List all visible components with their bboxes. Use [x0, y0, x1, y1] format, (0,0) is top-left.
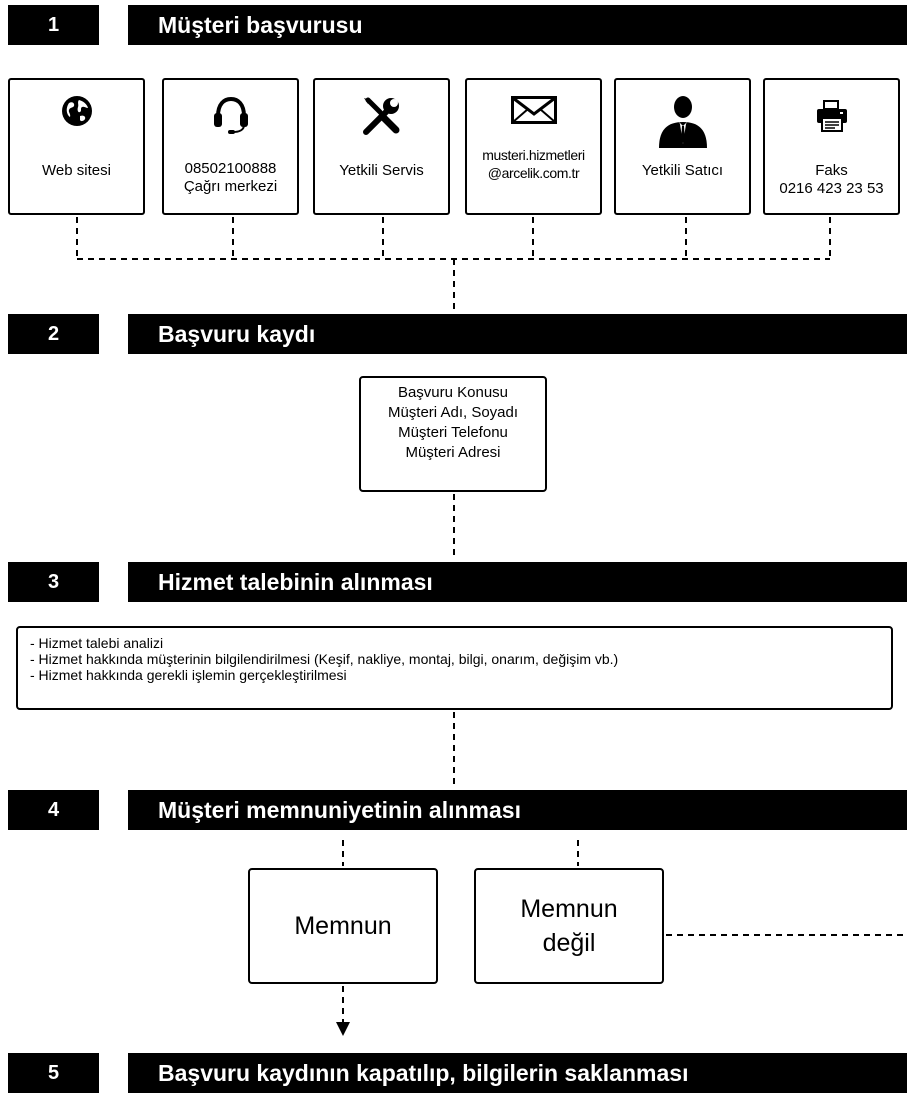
not-satisfied-label-line1: Memnun: [520, 895, 618, 923]
channel-email: musteri.hizmetleri @arcelik.com.tr: [465, 78, 602, 215]
step-title-3: Hizmet talebinin alınması: [128, 562, 907, 602]
headset-icon: [213, 96, 248, 134]
globe-icon: [61, 96, 92, 126]
registration-field: Müşteri Telefonu: [398, 424, 508, 441]
channel-web: Web sitesi: [8, 78, 145, 215]
service-steps-box: - Hizmet talebi analizi - Hizmet hakkınd…: [16, 626, 893, 710]
tools-icon: [362, 97, 399, 135]
channel-label: Çağrı merkezi: [183, 178, 278, 195]
channel-email-user: musteri.hizmetleri: [482, 147, 585, 163]
channel-phone: 08502100888: [184, 160, 277, 177]
channel-email-domain: @arcelik.com.tr: [487, 165, 580, 181]
service-item: - Hizmet talebi analizi: [30, 635, 164, 651]
step-number-5: 5: [8, 1053, 99, 1093]
channel-label: Yetkili Servis: [339, 162, 424, 179]
channel-label: Web sitesi: [42, 162, 111, 179]
channel-fax-number: 0216 423 23 53: [779, 180, 884, 197]
step-title-5: Başvuru kaydının kapatılıp, bilgilerin s…: [128, 1053, 907, 1093]
envelope-icon: [510, 96, 557, 124]
not-satisfied-label-line2: değil: [542, 929, 596, 957]
channel-dealer: Yetkili Satıcı: [614, 78, 751, 215]
registration-fields-box: Başvuru Konusu Müşteri Adı, Soyadı Müşte…: [359, 376, 547, 492]
step-number-2: 2: [8, 314, 99, 354]
businessman-icon: [658, 96, 707, 148]
satisfied-box: Memnun: [248, 868, 438, 984]
step-number-4: 4: [8, 790, 99, 830]
service-item: - Hizmet hakkında müşterinin bilgilendir…: [30, 651, 619, 667]
step-number-1: 1: [8, 5, 99, 45]
registration-field: Başvuru Konusu: [397, 384, 509, 401]
satisfied-label: Memnun: [294, 912, 392, 940]
channel-label: Yetkili Satıcı: [641, 162, 724, 179]
channel-fax: Faks 0216 423 23 53: [763, 78, 900, 215]
channel-service: Yetkili Servis: [313, 78, 450, 215]
service-item: - Hizmet hakkında gerekli işlemin gerçek…: [30, 667, 347, 683]
step-title-1: Müşteri başvurusu: [128, 5, 907, 45]
step-title-2: Başvuru kaydı: [128, 314, 907, 354]
registration-field: Müşteri Adı, Soyadı: [387, 404, 519, 421]
channel-call-center: 08502100888 Çağrı merkezi: [162, 78, 299, 215]
step-title-4: Müşteri memnuniyetinin alınması: [128, 790, 907, 830]
channel-label: Faks: [815, 162, 848, 179]
step-number-3: 3: [8, 562, 99, 602]
fax-icon: [816, 100, 847, 132]
registration-field: Müşteri Adresi: [405, 444, 501, 461]
not-satisfied-box: Memnun değil: [474, 868, 664, 984]
